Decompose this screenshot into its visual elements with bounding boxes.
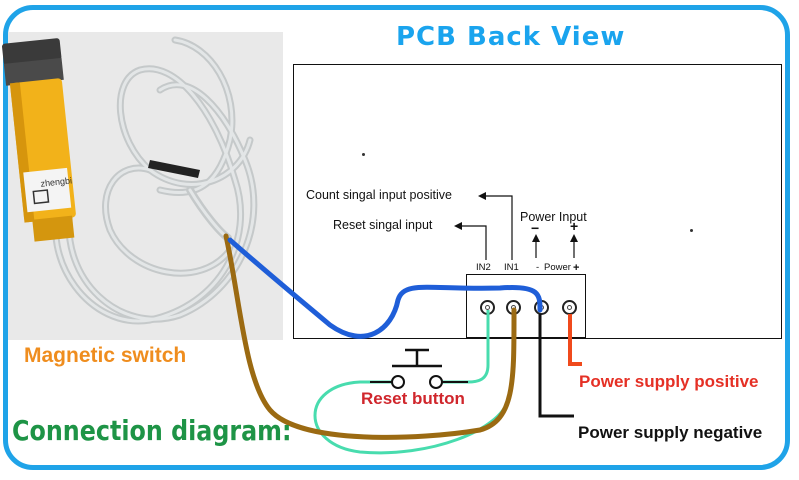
reset-button-label: Reset button xyxy=(361,389,465,408)
sensor-text: zhengbi xyxy=(40,175,72,188)
board-dot xyxy=(690,229,693,232)
red-wire xyxy=(568,314,582,366)
reset-button-symbol xyxy=(370,348,468,389)
magnetic-switch-label: Magnetic switch xyxy=(24,344,187,367)
in1-label: IN1 xyxy=(504,262,519,273)
power-terminal-label: Power xyxy=(544,262,571,273)
reset-signal-label: Reset singal input xyxy=(333,218,433,232)
in2-label: IN2 xyxy=(476,262,491,273)
outer-frame xyxy=(3,5,790,470)
connection-diagram-label: Connection diagram: xyxy=(12,414,292,447)
plus-terminal-label: + xyxy=(573,262,580,274)
board-dot xyxy=(362,153,365,156)
green-wire xyxy=(440,310,490,384)
power-input-label: Power Input xyxy=(520,210,587,224)
power-plus-sign: + xyxy=(570,218,579,234)
power-supply-negative-label: Power supply negative xyxy=(578,423,763,442)
power-minus-sign: − xyxy=(531,220,540,236)
minus-terminal-label: - xyxy=(536,262,540,273)
brown-wire xyxy=(223,233,517,440)
pcb-back-view-title: PCB Back View xyxy=(396,22,626,52)
black-wire xyxy=(538,314,574,418)
count-signal-label: Count singal input positive xyxy=(306,188,452,202)
blue-wire xyxy=(227,237,543,339)
power-supply-positive-label: Power supply positive xyxy=(579,372,759,391)
